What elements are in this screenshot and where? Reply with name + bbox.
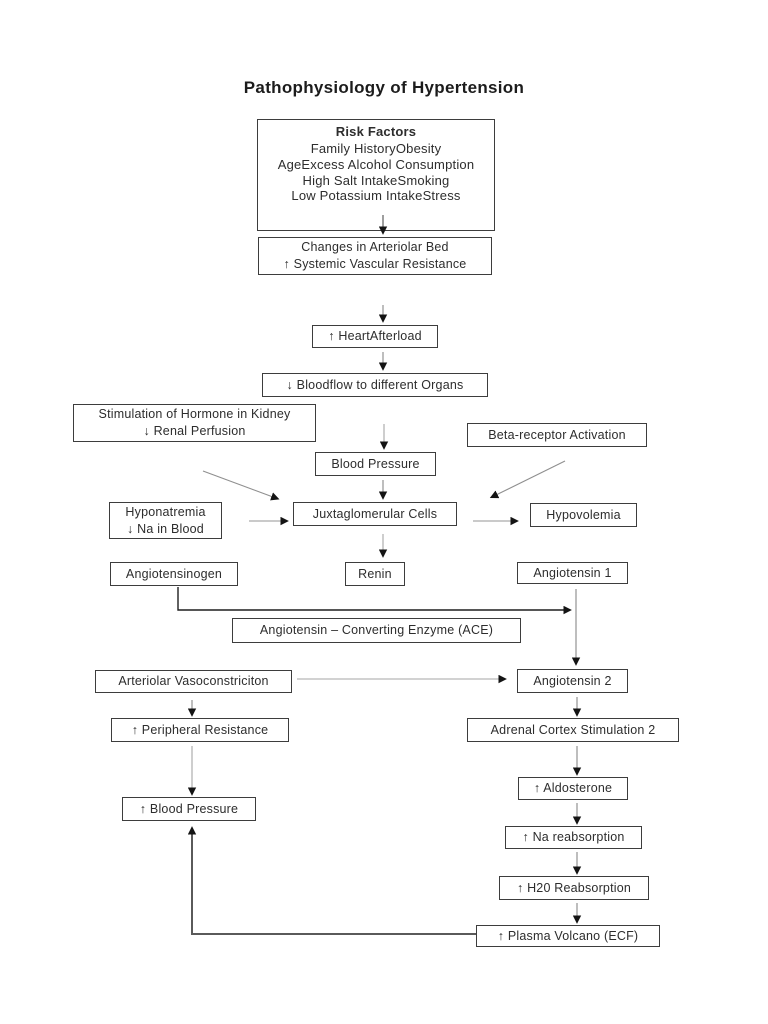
node-adrenal-cortex: Adrenal Cortex Stimulation 2: [467, 718, 679, 742]
risk-factors-heading: Risk Factors: [335, 124, 417, 139]
connector-beta-receptor-to-juxtaglomerular: [489, 460, 566, 499]
diagram-title: Pathophysiology of Hypertension: [243, 78, 525, 97]
node-ace: Angiotensin – Converting Enzyme (ACE): [232, 618, 521, 643]
node-arteriolar-bed-line: Changes in Arteriolar Bed: [301, 240, 449, 255]
node-angiotensin-1: Angiotensin 1: [517, 562, 628, 584]
node-juxtaglomerular: Juxtaglomerular Cells: [293, 502, 457, 526]
risk-factor-line: Low Potassium IntakeStress: [291, 188, 461, 204]
connector-angiotensinogen-to-angiotensin-1: [177, 587, 572, 615]
node-arteriolar-bed-line: ↑ Systemic Vascular Resistance: [283, 257, 467, 271]
node-hypovolemia: Hypovolemia: [530, 503, 637, 527]
node-hyponatremia-line: ↓ Na in Blood: [127, 521, 204, 536]
node-hyponatremia: Hyponatremia ↓ Na in Blood: [109, 502, 222, 539]
node-kidney-stimulation: Stimulation of Hormone in Kidney ↓ Renal…: [73, 404, 316, 442]
node-arteriolar-bed: Changes in Arteriolar Bed ↑ Systemic Vas…: [258, 237, 492, 275]
node-angiotensin-2: Angiotensin 2: [517, 669, 628, 693]
connector-plasma-volume-to-blood-pressure-final: [187, 826, 476, 935]
node-risk-factors: Risk Factors Family HistoryObesity AgeEx…: [257, 119, 495, 231]
node-blood-pressure: Blood Pressure: [315, 452, 436, 476]
node-arteriolar-vasoconstriction: Arteriolar Vasoconstriciton: [95, 670, 292, 693]
node-beta-receptor: Beta-receptor Activation: [467, 423, 647, 447]
node-aldosterone: ↑ Aldosterone: [518, 777, 628, 800]
node-na-reabsorption: ↑ Na reabsorption: [505, 826, 642, 849]
node-kidney-stimulation-line: ↓ Renal Perfusion: [143, 424, 246, 438]
node-heart-afterload: ↑ HeartAfterload: [312, 325, 438, 348]
node-peripheral-resistance: ↑ Peripheral Resistance: [111, 718, 289, 742]
node-blood-pressure-final: ↑ Blood Pressure: [122, 797, 256, 821]
node-renin: Renin: [345, 562, 405, 586]
risk-factor-line: High Salt IntakeSmoking: [302, 172, 450, 188]
node-h2o-reabsorption: ↑ H20 Reabsorption: [499, 876, 649, 900]
connector-kidney-stimulation-to-juxtaglomerular: [202, 470, 280, 501]
risk-factor-line: Family HistoryObesity: [310, 140, 442, 156]
node-hyponatremia-line: Hyponatremia: [125, 504, 206, 519]
node-plasma-volume: ↑ Plasma Volcano (ECF): [476, 925, 660, 947]
risk-factor-line: AgeExcess Alcohol Consumption: [277, 156, 475, 172]
node-angiotensinogen: Angiotensinogen: [110, 562, 238, 586]
node-kidney-stimulation-line: Stimulation of Hormone in Kidney: [98, 407, 291, 422]
node-bloodflow: ↓ Bloodflow to different Organs: [262, 373, 488, 397]
